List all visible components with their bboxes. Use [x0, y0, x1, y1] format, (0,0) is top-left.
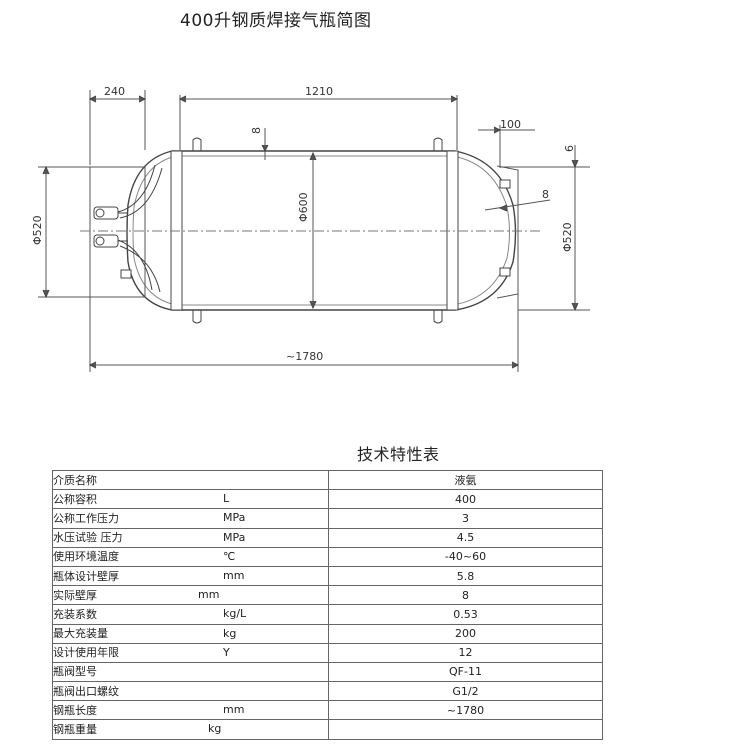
table-row: 水压试验 压力 MPa 4.5	[52, 527, 603, 548]
spec-name: 钢瓶重量	[53, 723, 97, 737]
drawing-title: 400升钢质焊接气瓶简图	[180, 11, 372, 31]
spec-name: 瓶阀型号	[53, 665, 97, 679]
spec-name: 最大充装量	[53, 627, 108, 641]
table-row: 介质名称 液氨	[52, 469, 603, 491]
dim-8-right: 8	[542, 188, 549, 201]
spec-value: 12	[328, 642, 603, 663]
spec-name: 瓶体设计壁厚	[53, 569, 119, 583]
dim-dia520-right: Φ520	[561, 222, 574, 252]
spec-unit: kg/L	[223, 607, 247, 621]
spec-unit: kg	[208, 722, 222, 736]
table-row: 使用环境温度 ℃ -40~60	[52, 546, 603, 567]
spec-name: 实际壁厚	[53, 588, 97, 602]
valve-pipe-lower	[117, 239, 161, 293]
spec-value: 400	[328, 489, 603, 510]
spec-value: 4.5	[328, 527, 603, 548]
spec-value: 5.8	[328, 565, 603, 587]
spec-value	[328, 719, 603, 740]
spec-name-cell: 瓶阀型号	[52, 661, 329, 683]
table-row: 瓶体设计壁厚 mm 5.8	[52, 565, 603, 587]
table-row: 公称容积 L 400	[52, 489, 603, 510]
spec-name: 使用环境温度	[53, 550, 119, 564]
spec-value: -40~60	[328, 546, 603, 567]
boss-right-bottom	[499, 267, 511, 277]
table-row: 充装系数 kg/L 0.53	[52, 604, 603, 625]
spec-unit: mm	[198, 588, 220, 602]
table-row: 设计使用年限 Y 12	[52, 642, 603, 663]
spec-unit: mm	[223, 703, 245, 717]
dim-240: 240	[104, 85, 125, 98]
spec-unit: MPa	[223, 511, 246, 525]
support-lug-bottom-right	[433, 310, 443, 324]
table-row: 实际壁厚 mm 8	[52, 585, 603, 606]
dim-8-top: 8	[250, 127, 263, 134]
spec-name-cell: 钢瓶重量 kg	[52, 719, 329, 740]
spec-name: 公称工作压力	[53, 511, 119, 525]
cylinder-drawing: 240 1210 100 8 6 8 Φ520 Φ600 Φ520 ~1780	[31, 85, 590, 372]
spec-value: 8	[328, 585, 603, 606]
spec-unit: kg	[223, 626, 237, 640]
right-skirt	[496, 165, 519, 299]
spec-name-cell: 充装系数 kg/L	[52, 604, 329, 625]
spec-name-cell: 公称工作压力 MPa	[52, 508, 329, 529]
spec-unit: mm	[223, 568, 245, 582]
spec-name: 公称容积	[53, 492, 97, 506]
dim-100: 100	[500, 118, 521, 131]
spec-name-cell: 最大充装量 kg	[52, 623, 329, 644]
dim-dia520-left: Φ520	[31, 215, 44, 245]
support-lug-bottom-left	[192, 310, 202, 324]
spec-value: 0.53	[328, 604, 603, 625]
dim-1210: 1210	[305, 85, 333, 98]
spec-name-cell: 瓶阀出口螺纹	[52, 681, 329, 702]
valve-lower	[93, 234, 128, 248]
support-lug-top-left	[192, 137, 202, 151]
spec-name-cell: 介质名称	[52, 469, 329, 491]
spec-name: 瓶阀出口螺纹	[53, 684, 119, 698]
spec-name: 充装系数	[53, 607, 97, 621]
table-row: 瓶阀出口螺纹 G1/2	[52, 681, 603, 702]
table-row: 钢瓶重量 kg	[52, 719, 603, 740]
spec-unit: Y	[223, 645, 230, 659]
spec-name-cell: 水压试验 压力 MPa	[52, 527, 329, 548]
spec-unit: L	[223, 492, 230, 506]
dim-6: 6	[563, 145, 576, 152]
spec-name-cell: 使用环境温度 ℃	[52, 546, 329, 567]
spec-value: G1/2	[328, 681, 603, 702]
table-row: 公称工作压力 MPa 3	[52, 508, 603, 529]
table-row: 瓶阀型号 QF-11	[52, 661, 603, 683]
spec-name-cell: 实际壁厚 mm	[52, 585, 329, 606]
spec-value: 3	[328, 508, 603, 529]
spec-value: 液氨	[328, 469, 603, 491]
dim-dia600: Φ600	[297, 192, 310, 222]
support-lug-top-right	[433, 137, 443, 151]
spec-name-cell: 公称容积 L	[52, 489, 329, 510]
spec-unit: ℃	[223, 549, 236, 563]
table-row: 最大充装量 kg 200	[52, 623, 603, 644]
valve-upper	[93, 206, 128, 220]
spec-name: 介质名称	[53, 473, 97, 487]
spec-name: 钢瓶长度	[53, 703, 97, 717]
boss-left	[120, 269, 132, 279]
left-skirt	[89, 166, 146, 298]
spec-name: 设计使用年限	[53, 646, 119, 660]
spec-value: QF-11	[328, 661, 603, 683]
table-title: 技术特性表	[357, 445, 440, 464]
valve-pipe-upper	[117, 164, 163, 219]
dim-1780: ~1780	[286, 350, 323, 363]
spec-value: ~1780	[328, 700, 603, 721]
spec-name: 水压试验 压力	[53, 531, 123, 545]
spec-name-cell: 钢瓶长度 mm	[52, 700, 329, 721]
spec-unit: MPa	[223, 530, 246, 544]
spec-name-cell: 设计使用年限 Y	[52, 642, 329, 663]
spec-value: 200	[328, 623, 603, 644]
spec-name-cell: 瓶体设计壁厚 mm	[52, 565, 329, 587]
boss-right-top	[499, 179, 511, 189]
table-row: 钢瓶长度 mm ~1780	[52, 700, 603, 721]
